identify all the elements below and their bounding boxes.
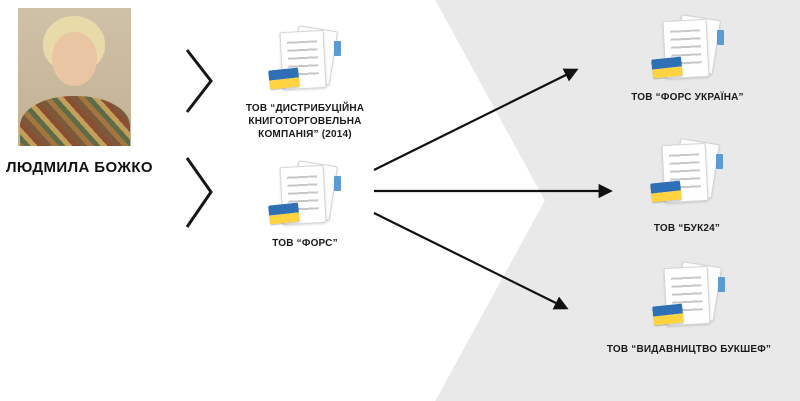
company-label: ТОВ “ФОРС УКРАЇНА” [631, 92, 744, 103]
photo-face-shape [52, 32, 97, 86]
company-label: ТОВ “ДИСТРИБУЦІЙНА КНИГОТОРГОВЕЛЬНА КОМП… [245, 103, 365, 140]
photo-blouse-shape [20, 96, 130, 146]
ukraine-flag-icon [268, 202, 300, 225]
document-icon [266, 160, 344, 228]
chevron-right-icon [185, 49, 213, 113]
ukraine-flag-icon [268, 67, 300, 90]
company-label: ТОВ “ФОРС” [272, 238, 338, 249]
company-node-fors: ТОВ “ФОРС” [250, 160, 360, 250]
chevron-right-icon [185, 157, 213, 228]
bookmark-tab-icon [334, 41, 341, 56]
bookmark-tab-icon [716, 154, 723, 169]
company-label: ТОВ “ВИДАВНИЦТВО БУКШЕФ” [606, 344, 772, 355]
document-icon [648, 138, 726, 206]
bookmark-tab-icon [716, 30, 724, 45]
document-icon [649, 14, 727, 82]
bookmark-tab-icon [718, 277, 725, 292]
document-icon [650, 261, 728, 329]
ukraine-flag-icon [650, 56, 683, 79]
company-node-fors-ukraina: ТОВ “ФОРС УКРАЇНА” [605, 14, 770, 104]
person-name: ЛЮДМИЛА БОЖКО [6, 159, 153, 176]
company-label: ТОВ “БУК24” [653, 223, 721, 234]
ukraine-flag-icon [652, 303, 684, 326]
document-icon [266, 25, 344, 93]
company-node-dkk: ТОВ “ДИСТРИБУЦІЙНА КНИГОТОРГОВЕЛЬНА КОМП… [219, 25, 391, 141]
company-node-bukshef: ТОВ “ВИДАВНИЦТВО БУКШЕФ” [594, 261, 784, 356]
ukraine-flag-icon [650, 180, 682, 203]
company-node-buk24: ТОВ “БУК24” [617, 138, 757, 235]
person-photo [18, 8, 131, 146]
bookmark-tab-icon [334, 176, 341, 191]
